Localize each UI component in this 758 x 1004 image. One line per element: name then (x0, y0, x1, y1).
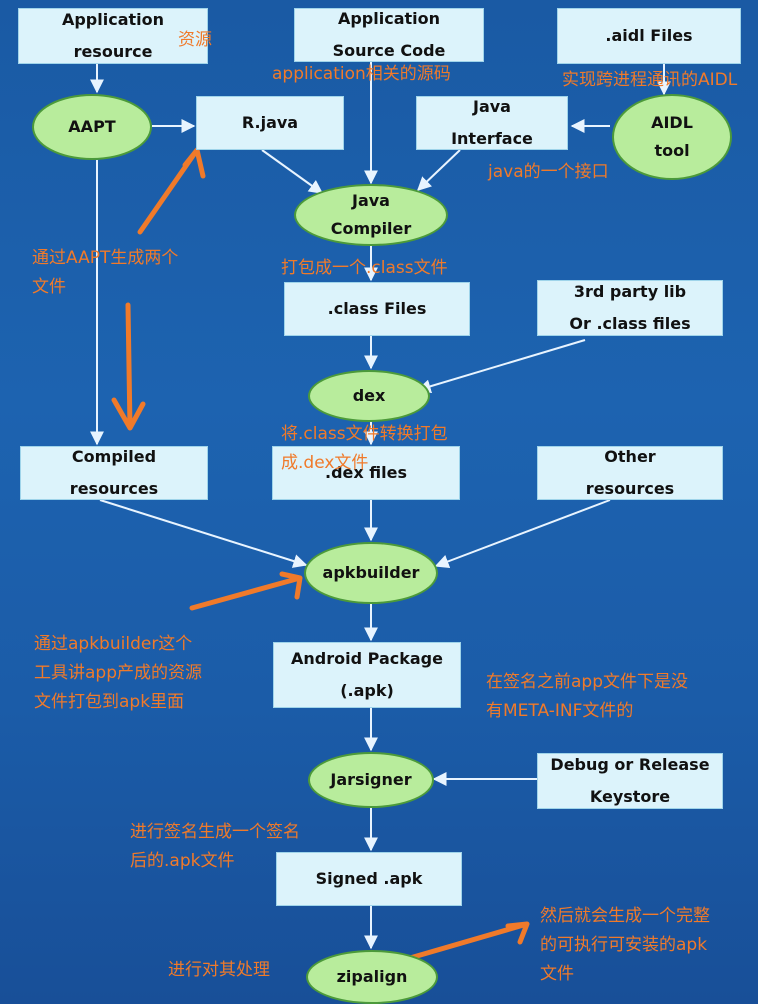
node-aapt: AAPT (32, 94, 152, 160)
node-label: tool (654, 141, 690, 160)
node-class-files: .class Files (284, 282, 470, 336)
annotation-line: 打包成一个.class文件 (281, 258, 448, 278)
annotation-line: 资源 (178, 30, 212, 50)
node-label: Android Package (291, 649, 443, 668)
node-java-compiler: Java Compiler (294, 184, 448, 246)
annotation-aidl: 实现跨进程通讯的AIDL (562, 66, 737, 95)
node-android-package: Android Package (.apk) (273, 642, 461, 708)
annotation-line: 文件打包到apk里面 (34, 692, 185, 712)
orange-arrow-to-apkbuilder (189, 571, 303, 611)
node-label: Compiler (330, 219, 412, 238)
annotation-line: 实现跨进程通讯的AIDL (562, 70, 738, 90)
node-label: resource (73, 42, 153, 61)
annotation-line: 进行对其处理 (168, 960, 270, 980)
annotation-interface: java的一个接口 (488, 158, 609, 187)
node-label: Other (604, 447, 656, 466)
annotation-line: 然后就会生成一个完整 (540, 906, 710, 926)
annotation-line: 成.dex文件 (281, 453, 369, 473)
node-label: Or .class files (569, 314, 691, 333)
node-application-resource: Application resource (18, 8, 208, 64)
orange-arrow-to-rjava (137, 147, 206, 235)
edge-interface-to-compiler (416, 149, 461, 191)
node-label: (.apk) (340, 681, 394, 700)
node-compiled-resources: Compiled resources (20, 446, 208, 500)
node-label: Application (337, 9, 441, 28)
node-label: Application (61, 10, 165, 29)
node-label: Source Code (332, 41, 446, 60)
annotation-line: 将.class文件转换打包 (281, 424, 448, 444)
annotation-final: 然后就会生成一个完整 的可执行可安装的apk 文件 (540, 902, 710, 989)
node-java-interface: Java Interface (416, 96, 568, 150)
node-application-source-code: Application Source Code (294, 8, 484, 62)
orange-arrow-down (111, 302, 146, 431)
edge-other-to-apkbuilder (434, 499, 611, 569)
annotation-line: 进行签名生成一个签名 (130, 822, 300, 842)
node-label: Jarsigner (330, 770, 412, 789)
node-label: Interface (451, 129, 533, 148)
node-dex: dex (308, 370, 430, 422)
annotation-compile: 打包成一个.class文件 (281, 254, 448, 283)
node-label: .aidl Files (605, 26, 693, 45)
edge-rjava-to-compiler (261, 149, 324, 194)
node-label: zipalign (336, 967, 408, 986)
node-label: R.java (241, 113, 299, 132)
node-label: Signed .apk (315, 869, 423, 888)
annotation-line: 后的.apk文件 (130, 851, 235, 871)
annotation-line: 通过apkbuilder这个 (34, 634, 193, 654)
node-label: AAPT (68, 117, 116, 136)
annotation-line: application相关的源码 (272, 64, 451, 84)
node-keystore: Debug or Release Keystore (537, 753, 723, 809)
node-zipalign: zipalign (306, 950, 438, 1004)
annotation-resource: 资源 (178, 26, 212, 55)
node-label: Compiled (71, 447, 157, 466)
orange-arrow-final (407, 921, 530, 961)
annotation-line: 有META-INF文件的 (486, 701, 634, 721)
annotation-line: 文件 (540, 964, 574, 984)
node-other-resources: Other resources (537, 446, 723, 500)
annotation-sign: 进行签名生成一个签名 后的.apk文件 (130, 818, 300, 876)
annotation-apkbuilder: 通过apkbuilder这个 工具讲app产成的资源 文件打包到apk里面 (34, 630, 202, 717)
annotation-line: 文件 (32, 277, 66, 297)
edge-compiled-to-apkbuilder (99, 499, 308, 568)
annotation-line: java的一个接口 (488, 162, 609, 182)
node-label: Java (473, 97, 511, 116)
annotation-line: 工具讲app产成的资源 (34, 663, 202, 683)
annotation-dex: 将.class文件转换打包 成.dex文件 (281, 420, 448, 478)
node-label: Debug or Release (550, 755, 710, 774)
node-apkbuilder: apkbuilder (304, 542, 438, 604)
node-aidl-tool: AIDL tool (612, 94, 732, 180)
node-label: 3rd party lib (573, 282, 687, 301)
node-label: apkbuilder (322, 563, 420, 582)
node-label: Keystore (589, 787, 671, 806)
node-third-party-lib: 3rd party lib Or .class files (537, 280, 723, 336)
node-label: .dex files (325, 463, 407, 482)
annotation-source: application相关的源码 (272, 60, 451, 89)
node-dex-files: .dex files (272, 446, 460, 500)
annotation-line: 通过AAPT生成两个 (32, 248, 179, 268)
edge-thirdparty-to-dex (416, 339, 586, 394)
node-label: Java (352, 191, 390, 210)
node-label: dex (352, 386, 386, 405)
node-label: resources (69, 479, 159, 498)
node-label: .class Files (327, 299, 427, 318)
node-signed-apk: Signed .apk (276, 852, 462, 906)
annotation-align: 进行对其处理 (168, 956, 270, 985)
node-label: resources (585, 479, 675, 498)
annotation-meta-inf: 在签名之前app文件下是没 有META-INF文件的 (486, 668, 688, 726)
node-aidl-files: .aidl Files (557, 8, 741, 64)
node-jarsigner: Jarsigner (308, 752, 434, 808)
annotation-line: 的可执行可安装的apk (540, 935, 708, 955)
node-label: AIDL (651, 113, 693, 132)
annotation-line: 在签名之前app文件下是没 (486, 672, 688, 692)
annotation-aapt: 通过AAPT生成两个 文件 (32, 244, 178, 302)
node-r-java: R.java (196, 96, 344, 150)
